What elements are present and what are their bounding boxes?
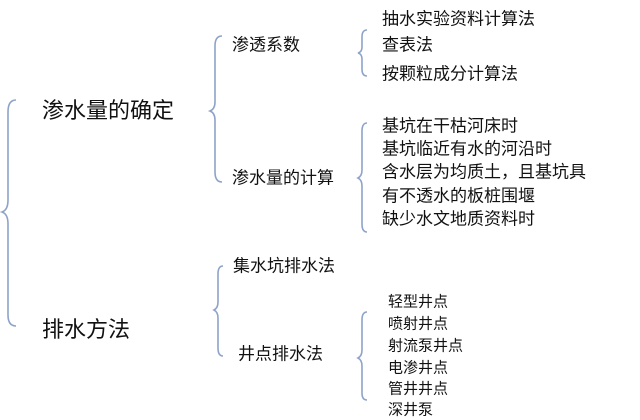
leaf-calculation: 有不透水的板桩围堰 bbox=[382, 186, 535, 207]
brace-calculation bbox=[356, 122, 368, 233]
node-sump: 集水坑排水法 bbox=[233, 256, 335, 277]
leaf-wellpoint: 喷射井点 bbox=[388, 314, 449, 333]
leaf-calculation: 含水层为均质土，且基坑具 bbox=[382, 162, 586, 183]
leaf-wellpoint: 轻型井点 bbox=[388, 292, 449, 311]
leaf-permeability: 按颗粒成分计算法 bbox=[382, 64, 518, 85]
node-wellpoint: 井点排水法 bbox=[238, 344, 323, 365]
leaf-permeability: 抽水实验资料计算法 bbox=[382, 9, 535, 30]
brace-drainage bbox=[212, 265, 224, 357]
leaf-wellpoint: 射流泵井点 bbox=[388, 336, 464, 355]
brace-root bbox=[0, 99, 17, 327]
leaf-calculation: 缺少水文地质资料时 bbox=[382, 209, 535, 230]
leaf-calculation: 基坑在干枯河床时 bbox=[382, 116, 518, 137]
leaf-calculation: 基坑临近有水的河沿时 bbox=[382, 139, 552, 160]
brace-wellpoint bbox=[356, 311, 368, 401]
leaf-wellpoint: 管井井点 bbox=[388, 379, 449, 398]
brace-seepage bbox=[207, 35, 223, 183]
leaf-wellpoint: 电渗井点 bbox=[388, 358, 449, 377]
node-calculation: 渗水量的计算 bbox=[232, 168, 334, 189]
brace-permeability bbox=[357, 29, 368, 77]
node-drainage: 排水方法 bbox=[42, 318, 131, 343]
node-permeability: 渗透系数 bbox=[232, 35, 300, 56]
node-seepage: 渗水量的确定 bbox=[42, 99, 175, 124]
leaf-permeability: 查表法 bbox=[382, 35, 433, 56]
leaf-wellpoint: 深井泵 bbox=[388, 400, 434, 419]
